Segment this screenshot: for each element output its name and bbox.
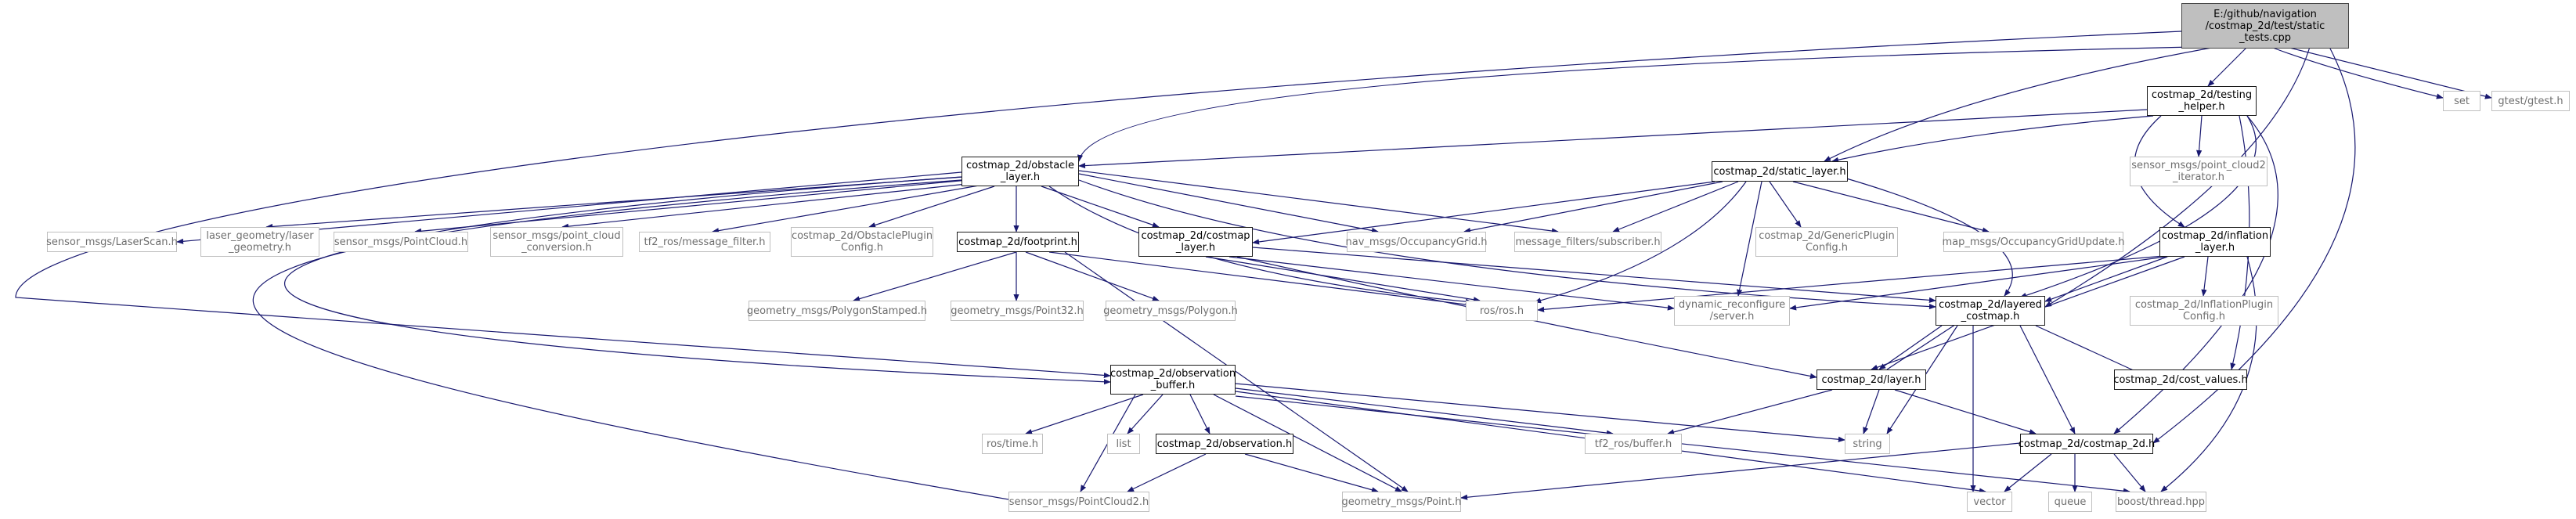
include-edge: [2196, 115, 2203, 157]
node-cost-values[interactable]: costmap_2d/cost_values.h: [2113, 369, 2248, 390]
node-polygon: geometry_msgs/Polygon.h: [1103, 301, 1238, 321]
include-edge: [1077, 46, 2193, 162]
include-edge: [1078, 170, 1559, 234]
node-dynamic-reconfigure-server: dynamic_reconfigure/server.h: [1674, 296, 1790, 326]
include-edge: [2207, 46, 2248, 87]
include-edge: [1460, 442, 2021, 500]
include-edge: [1025, 394, 1144, 434]
include-edge: [2113, 453, 2146, 492]
node-set: set: [2443, 91, 2480, 111]
node-string: string: [1845, 434, 1890, 454]
include-edge: [1078, 179, 1936, 310]
include-edge: [561, 182, 975, 229]
node-point: geometry_msgs/Point.h: [1342, 492, 1462, 512]
include-edge: [1205, 256, 1481, 303]
node-point-cloud: sensor_msgs/PointCloud.h: [334, 232, 468, 252]
include-edge: [1041, 186, 1160, 228]
include-edge: [1235, 383, 1845, 442]
include-edge: [1537, 254, 2174, 312]
include-edge: [1078, 109, 2148, 169]
node-point-cloud2: sensor_msgs/PointCloud2.h: [1008, 492, 1149, 512]
node-laser-scan: sensor_msgs/LaserScan.h: [46, 232, 178, 252]
include-edge: [1235, 395, 2130, 494]
include-edge: [2044, 256, 2168, 302]
node-occupancy-grid-update: map_msgs/OccupancyGridUpdate.h: [1942, 232, 2125, 252]
include-edge: [1789, 254, 2177, 311]
include-edge: [1189, 394, 1210, 434]
node-polygon-stamped: geometry_msgs/PolygonStamped.h: [747, 301, 927, 321]
include-edge: [1792, 181, 1990, 233]
node-ros-time: ros/time.h: [982, 434, 1043, 454]
include-edge: [1737, 181, 1762, 297]
include-edge: [1064, 251, 1409, 492]
include-edge: [1235, 387, 1614, 436]
include-edge: [1213, 394, 1402, 492]
node-queue: queue: [2048, 492, 2092, 512]
node-list: list: [1107, 434, 1140, 454]
include-edge: [1894, 389, 2037, 435]
node-point-cloud2-iterator: sensor_msgs/point_cloud2_iterator.h: [2130, 157, 2268, 186]
include-edge: [2019, 115, 2257, 298]
include-edge: [1078, 173, 1379, 233]
node-obstacle-layer[interactable]: costmap_2d/obstacle_layer.h: [961, 157, 1079, 186]
include-edge: [2004, 453, 2052, 492]
include-edge: [2019, 325, 2076, 434]
include-edge: [284, 176, 1111, 385]
node-point32: geometry_msgs/Point32.h: [951, 301, 1084, 321]
node-laser-geometry: laser_geometry/laser_geometry.h: [200, 227, 319, 257]
node-layered-costmap[interactable]: costmap_2d/layered_costmap.h: [1936, 296, 2045, 326]
include-edge: [1048, 251, 1473, 308]
include-edge: [1127, 394, 1164, 434]
include-edge: [1244, 453, 1379, 493]
node-occupancy-grid: nav_msgs/OccupancyGrid.h: [1346, 232, 1487, 252]
include-edge: [1252, 181, 1716, 245]
include-edge: [1534, 181, 1747, 304]
node-footprint[interactable]: costmap_2d/footprint.h: [957, 232, 1079, 252]
include-edge: [1127, 453, 1207, 492]
node-static-layer[interactable]: costmap_2d/static_layer.h: [1712, 161, 1848, 182]
include-edge: [1252, 247, 1936, 303]
node-costmap-2d[interactable]: costmap_2d/costmap_2d.h: [2019, 434, 2155, 454]
node-message-filter: tf2_ros/message_filter.h: [639, 232, 770, 252]
include-edge: [1863, 389, 1880, 434]
include-edge: [1831, 115, 2154, 163]
include-edge: [1769, 181, 1802, 228]
node-point-cloud-conversion: sensor_msgs/point_cloud_conversion.h: [490, 227, 623, 257]
include-edge: [1228, 256, 1675, 311]
node-layer[interactable]: costmap_2d/layer.h: [1817, 369, 1926, 390]
include-edge: [2270, 46, 2444, 99]
node-subscriber: message_filters/subscriber.h: [1514, 232, 1661, 252]
node-observation-buffer[interactable]: costmap_2d/observation_buffer.h: [1110, 365, 1236, 395]
node-observation[interactable]: costmap_2d/observation.h: [1156, 434, 1293, 454]
include-edge: [1878, 325, 1943, 370]
include-edge: [1025, 251, 1160, 301]
include-edge: [1886, 316, 1968, 370]
node-inflation-layer[interactable]: costmap_2d/inflation_layer.h: [2159, 227, 2271, 257]
include-edge: [2035, 325, 2146, 377]
include-edge: [712, 184, 984, 234]
include-edge: [252, 179, 1019, 503]
include-edge: [868, 186, 995, 228]
include-edge: [1463, 181, 1723, 233]
include-edge: [1612, 181, 1739, 232]
node-testing-helper[interactable]: costmap_2d/testing_helper.h: [2147, 86, 2257, 116]
node-gtest: gtest/gtest.h: [2491, 91, 2570, 111]
include-edge: [2201, 256, 2209, 297]
node-costmap-layer[interactable]: costmap_2d/costmap_layer.h: [1138, 227, 1253, 257]
include-edge: [15, 31, 2182, 379]
node-thread: boost/thread.hpp: [2116, 492, 2206, 512]
node-tf2-buffer: tf2_ros/buffer.h: [1585, 434, 1682, 454]
include-edge: [853, 251, 1017, 302]
include-edge: [414, 179, 969, 234]
node-ros: ros/ros.h: [1466, 301, 1538, 321]
node-root-static-tests[interactable]: E:/github/navigation/costmap_2d/test/sta…: [2181, 3, 2349, 49]
include-edge: [1824, 46, 2217, 162]
node-vector: vector: [1967, 492, 2012, 512]
